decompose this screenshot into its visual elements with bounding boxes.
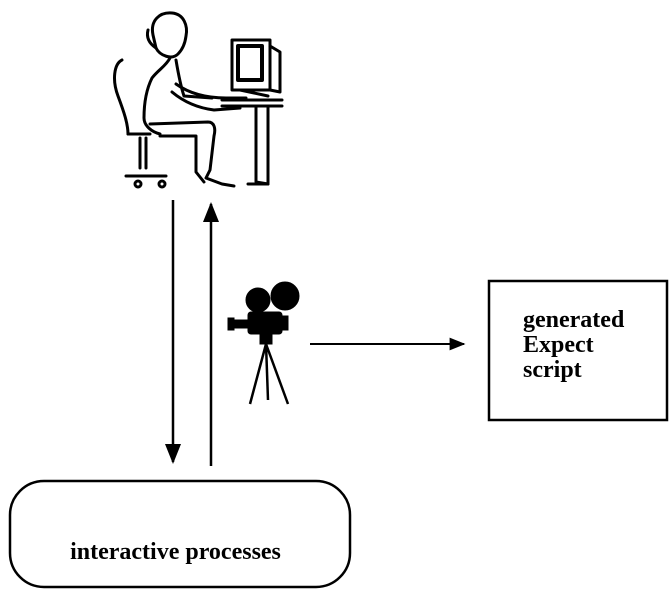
- person-at-computer-icon: [113, 11, 284, 189]
- output-line-2: Expect: [523, 332, 594, 358]
- output-box-label: generated Expect script: [523, 308, 624, 383]
- process-box-label: interactive processes: [70, 539, 281, 565]
- movie-camera-icon: [227, 281, 300, 405]
- output-line-3: script: [523, 357, 582, 383]
- process-box: [8, 479, 352, 589]
- output-line-1: generated: [523, 307, 625, 333]
- output-box: [487, 279, 669, 422]
